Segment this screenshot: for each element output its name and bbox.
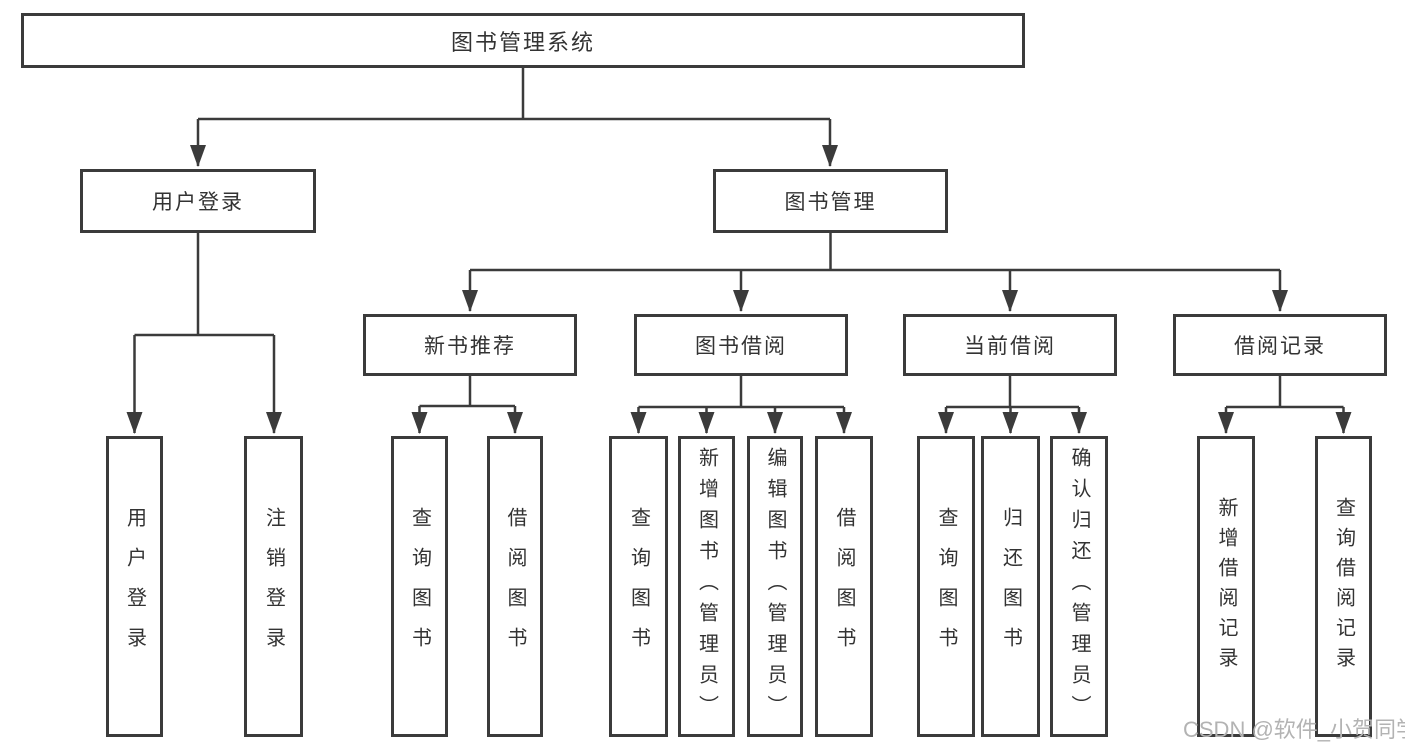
leaf-nbr-query-books-label: 查询图书 bbox=[408, 506, 431, 667]
leaf-bb-borrow-books: 借阅图书 bbox=[815, 436, 873, 737]
node-current-borrow: 当前借阅 bbox=[903, 314, 1117, 376]
leaf-bb-query-books: 查询图书 bbox=[609, 436, 668, 737]
node-user-login-label: 用户登录 bbox=[152, 191, 244, 214]
leaf-br-add-record-label: 新增借阅记录 bbox=[1215, 496, 1237, 677]
node-root-label: 图书管理系统 bbox=[450, 29, 595, 55]
leaf-user-login-label: 用户登录 bbox=[123, 506, 146, 667]
node-book-borrow-label: 图书借阅 bbox=[695, 335, 787, 358]
leaf-cb-return-books: 归还图书 bbox=[981, 436, 1040, 737]
leaf-user-login: 用户登录 bbox=[106, 436, 163, 737]
node-book-borrow: 图书借阅 bbox=[634, 314, 848, 376]
leaf-bb-borrow-books-label: 借阅图书 bbox=[833, 506, 855, 667]
leaf-br-query-record: 查询借阅记录 bbox=[1315, 436, 1372, 737]
node-new-book-recommend-label: 新书推荐 bbox=[424, 335, 516, 358]
leaf-cb-query-books-label: 查询图书 bbox=[935, 506, 957, 667]
leaf-cb-return-books-label: 归还图书 bbox=[999, 506, 1022, 667]
leaf-bb-query-books-label: 查询图书 bbox=[627, 506, 650, 667]
node-borrow-records: 借阅记录 bbox=[1173, 314, 1387, 376]
node-user-login: 用户登录 bbox=[80, 169, 316, 233]
leaf-bb-edit-book-admin: 编辑图书（管理员） bbox=[747, 436, 803, 737]
leaf-bb-add-book-admin: 新增图书（管理员） bbox=[678, 436, 735, 737]
node-root: 图书管理系统 bbox=[21, 13, 1025, 68]
leaf-cb-confirm-return-admin-label: 确认归还（管理员） bbox=[1068, 447, 1090, 726]
watermark: CSDN @软件_小贺同学 bbox=[1183, 717, 1405, 742]
leaf-nbr-borrow-books-label: 借阅图书 bbox=[504, 506, 526, 667]
leaf-logout: 注销登录 bbox=[244, 436, 303, 737]
node-book-management: 图书管理 bbox=[713, 169, 948, 233]
node-borrow-records-label: 借阅记录 bbox=[1234, 335, 1326, 358]
leaf-cb-confirm-return-admin: 确认归还（管理员） bbox=[1050, 436, 1108, 737]
node-new-book-recommend: 新书推荐 bbox=[363, 314, 577, 376]
leaf-nbr-borrow-books: 借阅图书 bbox=[487, 436, 543, 737]
leaf-br-query-record-label: 查询借阅记录 bbox=[1332, 496, 1355, 677]
leaf-bb-edit-book-admin-label: 编辑图书（管理员） bbox=[764, 447, 786, 726]
node-book-management-label: 图书管理 bbox=[784, 191, 877, 214]
leaf-cb-query-books: 查询图书 bbox=[917, 436, 975, 737]
node-current-borrow-label: 当前借阅 bbox=[964, 335, 1056, 358]
leaf-bb-add-book-admin-label: 新增图书（管理员） bbox=[695, 447, 718, 726]
leaf-logout-label: 注销登录 bbox=[262, 506, 285, 667]
leaf-br-add-record: 新增借阅记录 bbox=[1197, 436, 1255, 737]
leaf-nbr-query-books: 查询图书 bbox=[391, 436, 448, 737]
